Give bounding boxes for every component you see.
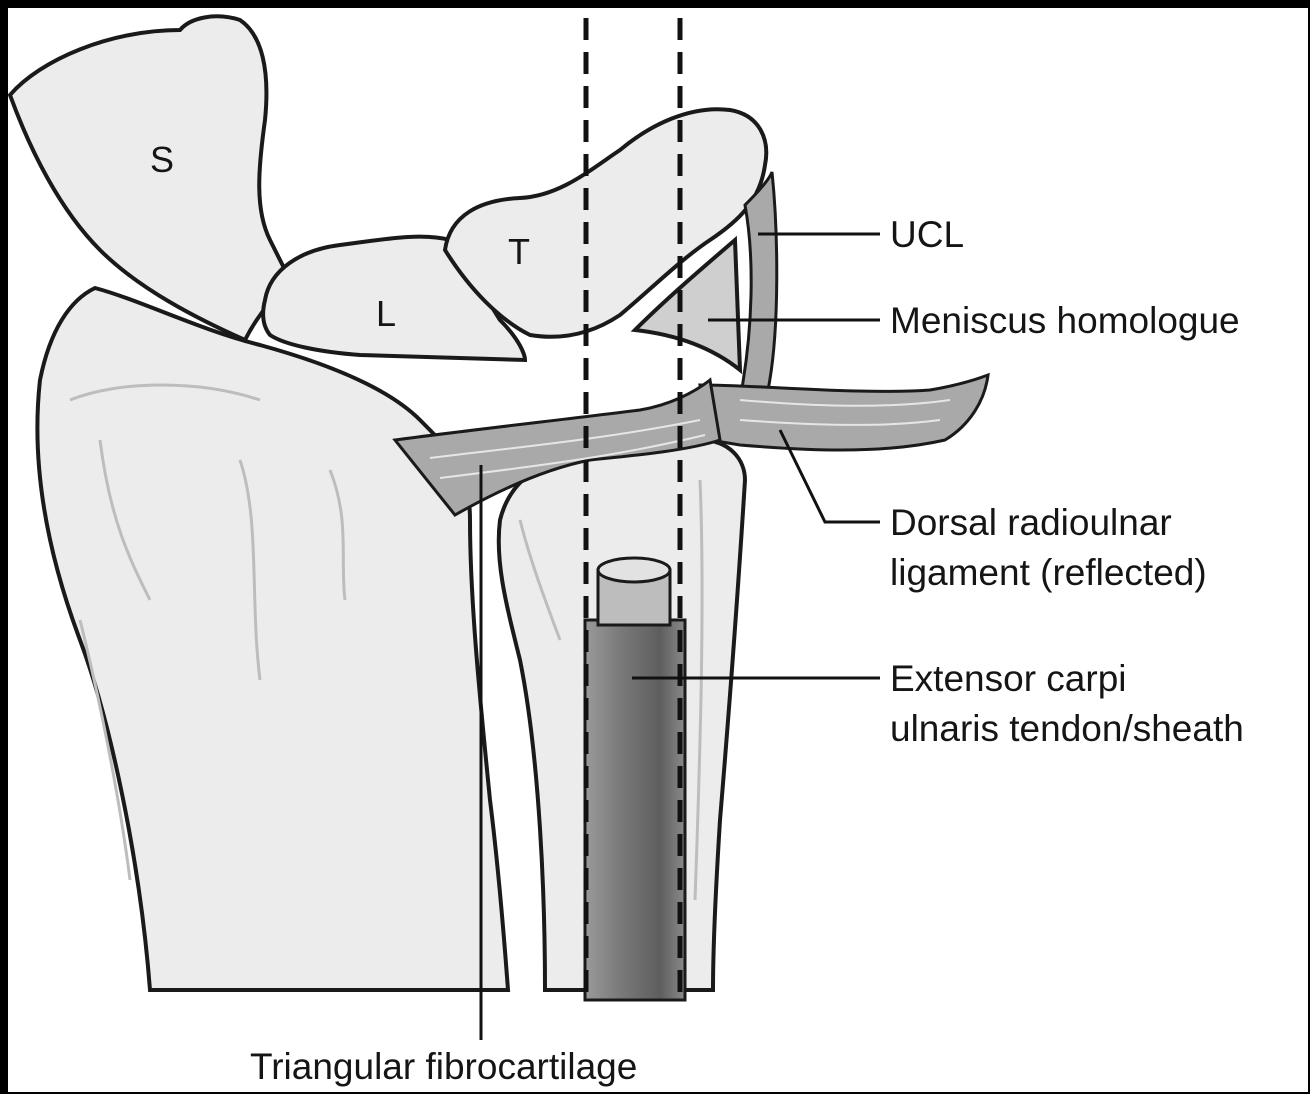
ucl-ligament <box>742 172 777 390</box>
scaphoid-label: S <box>150 138 174 181</box>
dorsal-ligament-label-line1: Dorsal radioulnar <box>890 501 1172 545</box>
tfc-label: Triangular fibrocartilage <box>250 1045 637 1089</box>
ecu-label-line1: Extensor carpi <box>890 657 1127 701</box>
ecu-tendon-top <box>598 558 670 582</box>
ucl-label: UCL <box>890 213 964 257</box>
meniscus-label: Meniscus homologue <box>890 299 1240 343</box>
dorsal-radioulnar-ligament <box>700 375 988 450</box>
ecu-label-line2: ulnaris tendon/sheath <box>890 707 1244 751</box>
triquetrum-label: T <box>508 230 530 273</box>
lunate-label: L <box>376 292 396 335</box>
radius-bone <box>37 288 508 990</box>
dorsal-ligament-label-line2: ligament (reflected) <box>890 551 1207 595</box>
